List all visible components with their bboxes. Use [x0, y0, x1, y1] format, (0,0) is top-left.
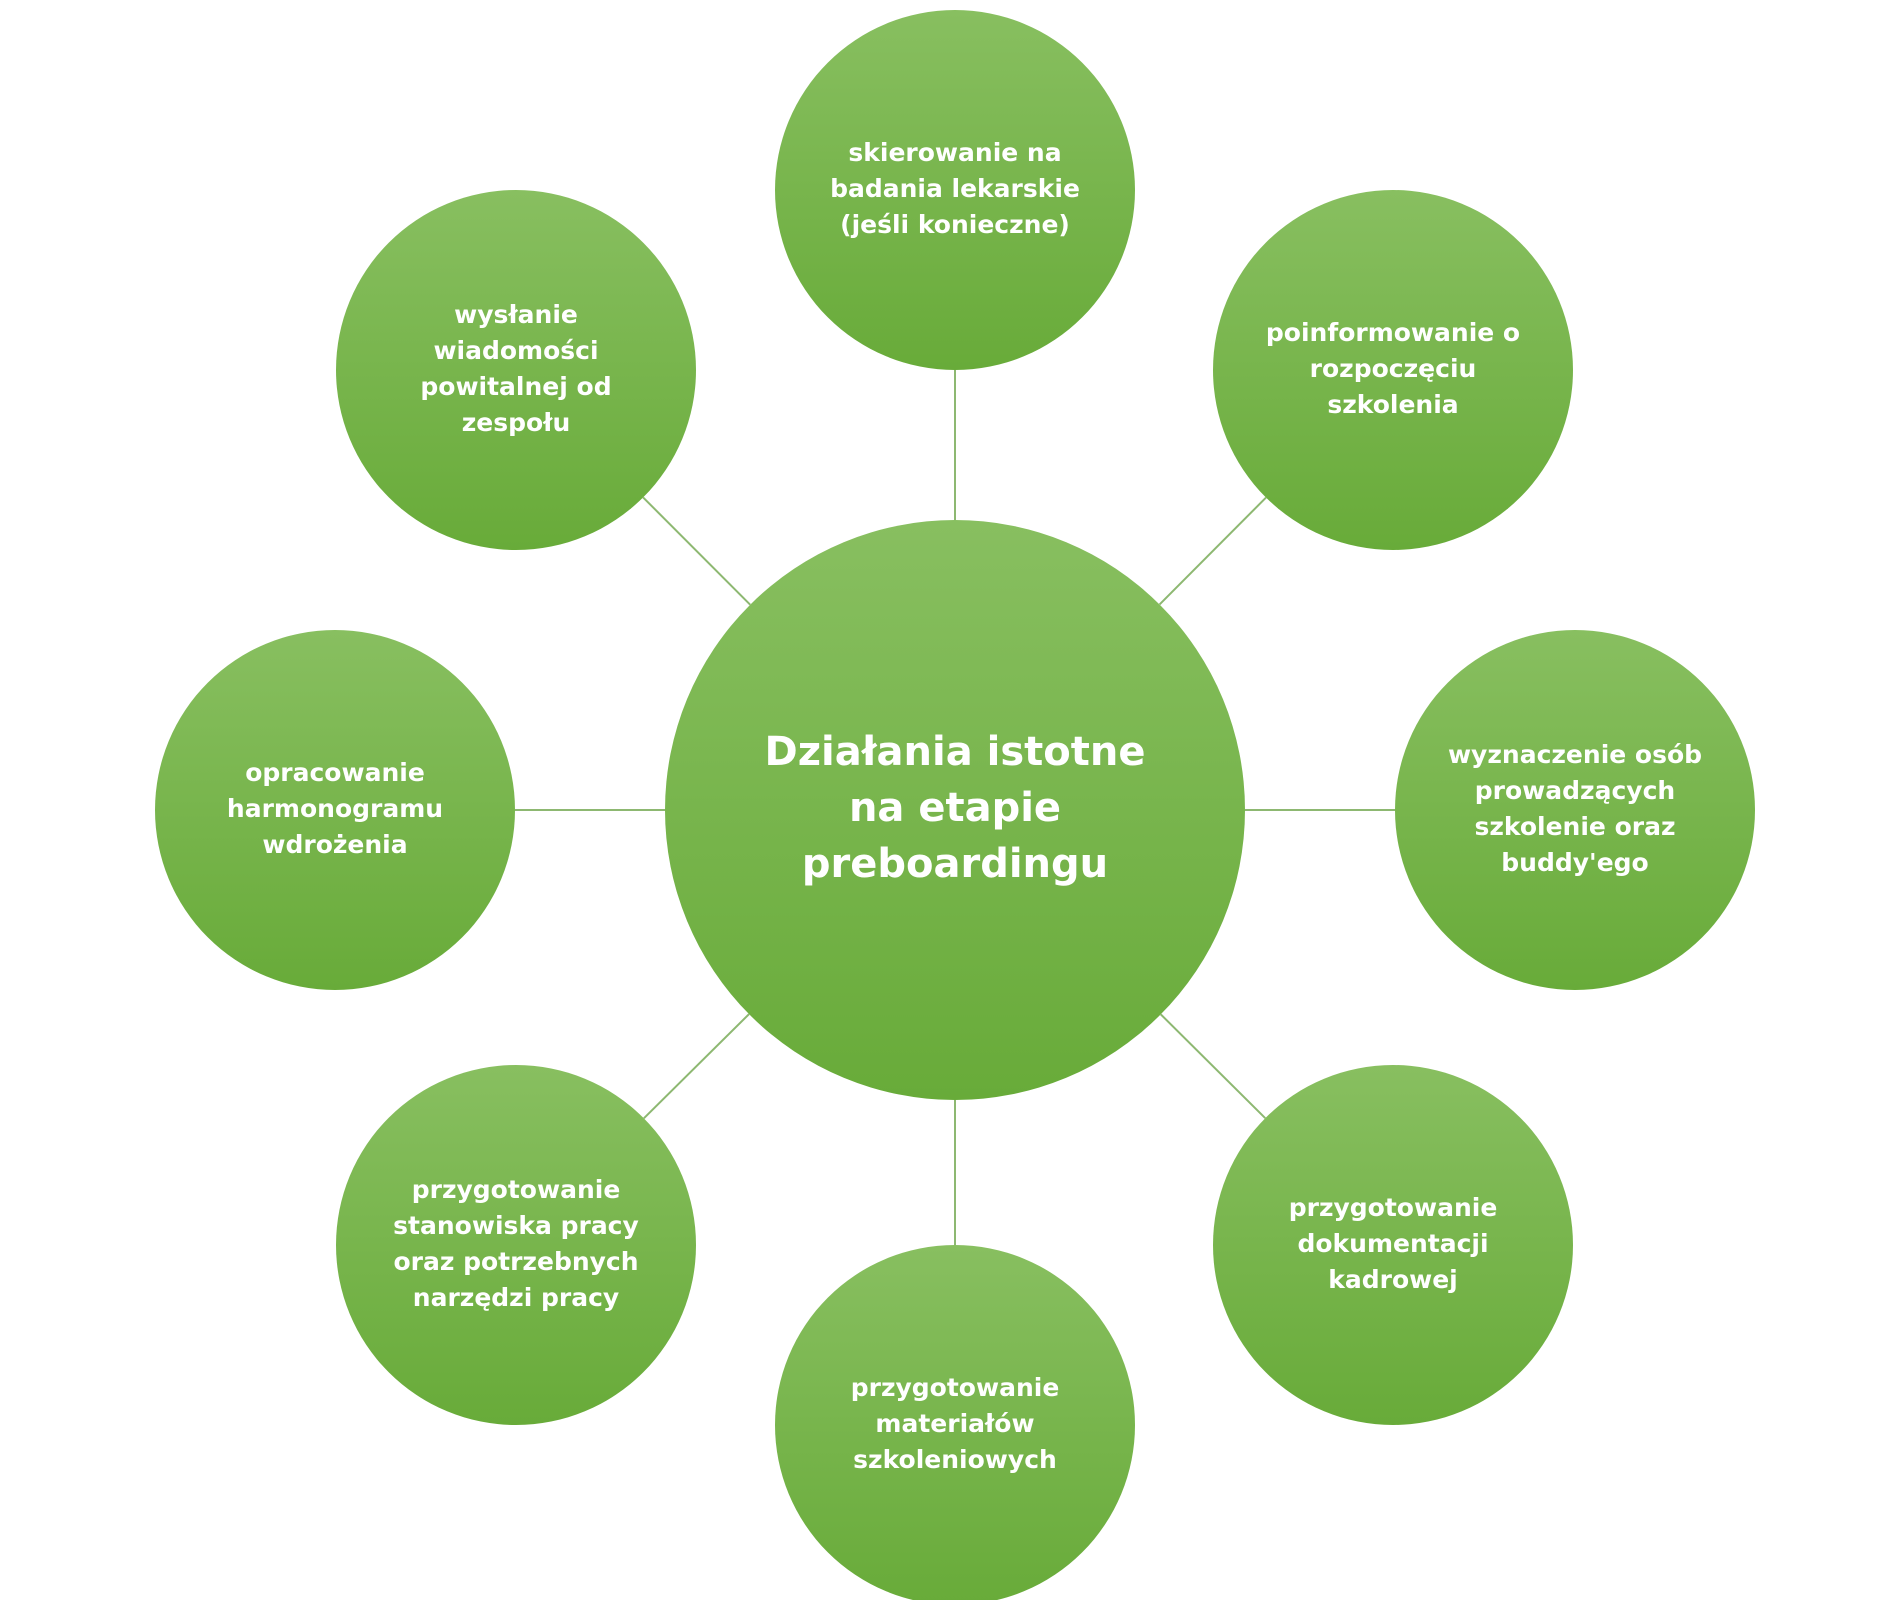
center-title-line-2: na etapie: [849, 785, 1061, 831]
node-circle-bottom-left: [336, 1065, 696, 1425]
node-left: opracowanie harmonogramu wdrożenia: [155, 630, 515, 990]
node-left-text-line-3: wdrożenia: [262, 830, 407, 859]
node-right-text-line-2: prowadzących: [1475, 776, 1675, 805]
node-right-text-line-1: wyznaczenie osób: [1448, 740, 1702, 769]
center-node: Działania istotne na etapie preboardingu: [665, 520, 1245, 1100]
connectors-group: [515, 370, 1395, 1245]
node-circle-top: [775, 10, 1135, 370]
node-left-text-line-1: opracowanie: [245, 758, 425, 787]
node-top-text-line-1: skierowanie na: [848, 138, 1061, 167]
node-bottom-left: przygotowanie stanowiska pracy oraz potrze…: [336, 1065, 696, 1425]
node-right-text-line-4: buddy'ego: [1501, 848, 1648, 877]
node-top-left-text-line-4: zespołu: [462, 408, 571, 437]
node-bottom-text-line-3: szkoleniowych: [853, 1445, 1057, 1474]
node-bottom-left-text-line-2: stanowiska pracy: [393, 1211, 639, 1240]
node-top-right: poinformowanie o rozpoczęciu szkolenia: [1213, 190, 1573, 550]
connector-top-right: [1158, 496, 1267, 606]
node-circle-bottom: [775, 1245, 1135, 1600]
connector-bottom-right: [1160, 1013, 1266, 1119]
node-circle-top-right: [1213, 190, 1573, 550]
node-top-right-text-line-1: poinformowanie o: [1266, 318, 1520, 347]
outer-nodes-group: skierowanie na badania lekarskie (jeśli ko…: [155, 10, 1755, 1600]
node-left-text-line-2: harmonogramu: [227, 794, 443, 823]
node-top-right-text-line-3: szkolenia: [1327, 390, 1458, 419]
node-bottom-left-text-line-3: oraz potrzebnych: [393, 1247, 638, 1276]
node-top-left: wysłanie wiadomości powitalnej od zespołu: [336, 190, 696, 550]
node-circle-right: [1395, 630, 1755, 990]
node-bottom-right-text-line-2: dokumentacji: [1297, 1229, 1488, 1258]
node-bottom-right-text-line-1: przygotowanie: [1289, 1193, 1498, 1222]
connector-top-left: [642, 496, 751, 606]
node-top-left-text-line-2: wiadomości: [433, 336, 598, 365]
node-top-left-text-line-3: powitalnej od: [420, 372, 611, 401]
node-bottom-left-text-line-4: narzędzi pracy: [413, 1283, 619, 1312]
node-circle-top-left: [336, 190, 696, 550]
node-right-text-line-3: szkolenie oraz: [1474, 812, 1675, 841]
node-bottom-left-text-line-1: przygotowanie: [412, 1175, 621, 1204]
node-circle-bottom-right: [1213, 1065, 1573, 1425]
node-bottom-right-text-line-3: kadrowej: [1328, 1265, 1458, 1294]
connector-bottom-left: [643, 1013, 750, 1120]
node-right: wyznaczenie osób prowadzących szkolenie or…: [1395, 630, 1755, 990]
node-bottom: przygotowanie materiałów szkoleniowych: [775, 1245, 1135, 1600]
node-top-text-line-2: badania lekarskie: [830, 174, 1080, 203]
center-circle: [665, 520, 1245, 1100]
node-bottom-text-line-1: przygotowanie: [851, 1373, 1060, 1402]
center-title-line-1: Działania istotne: [765, 729, 1146, 775]
node-top-left-text-line-1: wysłanie: [454, 300, 578, 329]
node-bottom-text-line-2: materiałów: [875, 1409, 1034, 1438]
node-top-text-line-3: (jeśli konieczne): [840, 210, 1070, 239]
center-title-line-3: preboardingu: [802, 841, 1108, 887]
node-bottom-right: przygotowanie dokumentacji kadrowej: [1213, 1065, 1573, 1425]
node-circle-left: [155, 630, 515, 990]
node-top: skierowanie na badania lekarskie (jeśli ko…: [775, 10, 1135, 370]
node-top-right-text-line-2: rozpoczęciu: [1310, 354, 1477, 383]
